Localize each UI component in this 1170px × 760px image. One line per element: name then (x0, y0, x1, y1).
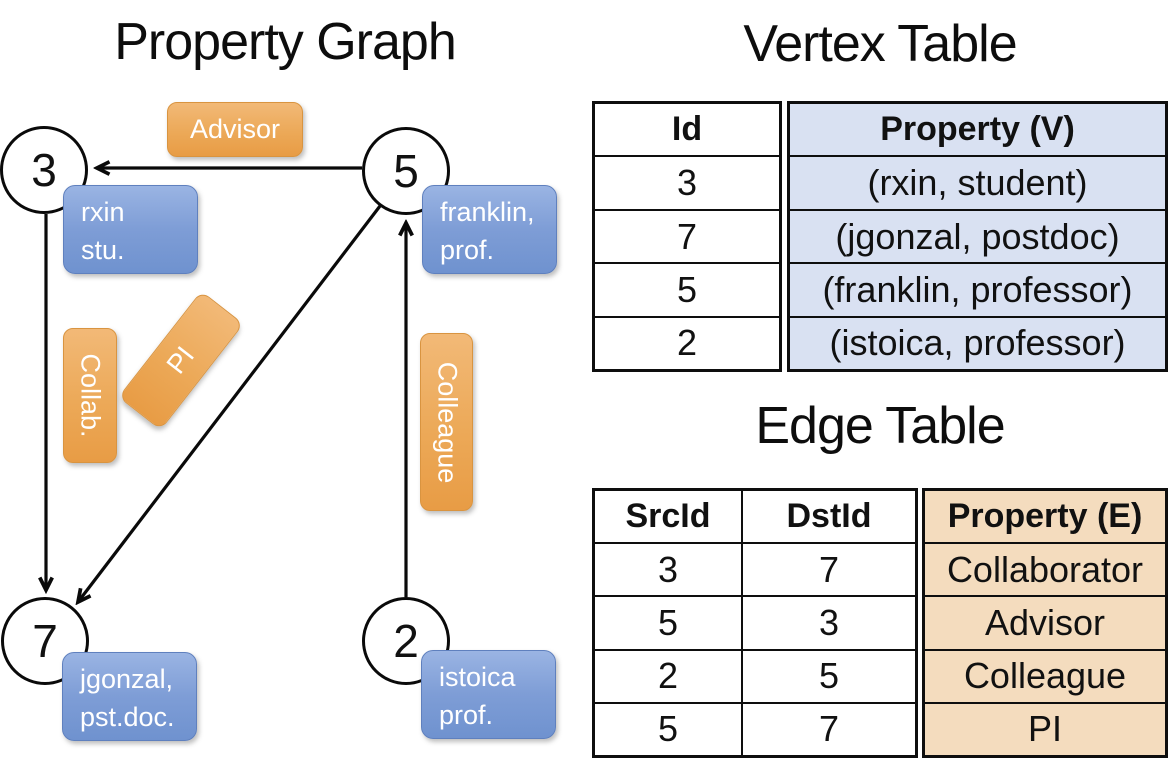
edge-dstid-cell: 7 (818, 708, 840, 750)
edge-property-cell: Colleague (925, 651, 1165, 704)
edge-table-id-columns: SrcId DstId 3 7 5 3 2 5 5 7 (592, 488, 918, 758)
vertex-table-property-cell: (franklin, professor) (790, 264, 1165, 318)
edge-label-pi-text: PI (160, 340, 201, 380)
edge-table-row: 5 7 (595, 703, 915, 756)
edge-table-property-column: Property (E) Collaborator Advisor Collea… (922, 488, 1168, 758)
vertex-table-id-cell: 7 (595, 211, 779, 265)
node-3-id: 3 (31, 144, 57, 196)
vertex-table-property-cell: (istoica, professor) (829, 322, 1126, 364)
node-5-id: 5 (393, 145, 419, 197)
edge-label-advisor-text: Advisor (189, 114, 281, 144)
vertex-3-prop-line1: rxin (81, 197, 125, 227)
vertex-table-id-cell: 3 (595, 157, 779, 211)
edge-label-advisor: Advisor (167, 102, 303, 157)
vertex-table-id-column: Id 3 7 5 2 (592, 101, 782, 372)
edge-dstid-cell: 5 (818, 655, 840, 697)
edge-table-title: Edge Table (755, 397, 1005, 455)
edge-label-colleague: Colleague (420, 333, 473, 511)
vertex-table-header-id: Id (595, 104, 779, 158)
edge-table-header-row: SrcId DstId (595, 491, 915, 545)
edge-label-collab-text: Collab. (75, 353, 106, 438)
vertex-table-title: Vertex Table (743, 15, 1017, 73)
graph-node-5: 5 (362, 127, 450, 215)
vertex-table-id-cell: 5 (595, 264, 779, 318)
node-2-id: 2 (393, 615, 419, 667)
edge-table-row: 3 7 (595, 544, 915, 598)
edge-label-collab: Collab. (63, 328, 117, 463)
edge-dstid-cell: 3 (818, 602, 840, 643)
edge-table-header-property: Property (E) (925, 491, 1165, 545)
edge-srcid-cell: 2 (595, 650, 743, 702)
edge-property-cell: PI (1027, 708, 1062, 750)
graph-edges-layer (0, 0, 585, 760)
node-7-id: 7 (32, 615, 58, 667)
vertex-7-prop-line1: jgonzal, (80, 664, 174, 694)
vertex-table-header-property: Property (V) (790, 104, 1165, 158)
vertex-table-property-cell: (rxin, student) (790, 157, 1165, 211)
edge-property-cell: Collaborator (925, 544, 1165, 598)
property-graph-title: Property Graph (114, 13, 457, 71)
edge-property-cell: Advisor (925, 597, 1165, 651)
vertex-property-box-3: rxin stu. (63, 185, 198, 274)
vertex-3-prop-line2: stu. (81, 235, 125, 265)
vertex-2-prop-line2: prof. (439, 700, 494, 730)
vertex-table-property-column: Property (V) (rxin, student) (jgonzal, p… (787, 101, 1168, 372)
vertex-5-prop-line1: franklin, (440, 197, 535, 227)
edge-srcid-cell: 5 (595, 703, 743, 756)
vertex-2-prop-line1: istoica (439, 662, 516, 692)
edge-table-header-srcid: SrcId (595, 491, 743, 543)
vertex-table-property-cell: (jgonzal, postdoc) (790, 211, 1165, 265)
graph-node-2: 2 (362, 597, 450, 685)
edge-label-colleague-text: Colleague (432, 361, 462, 483)
vertex-table: Id 3 7 5 2 Property (V) (rxin, student) … (592, 101, 1168, 372)
vertex-property-box-2: istoica prof. (421, 650, 556, 739)
vertex-7-prop-line2: pst.doc. (80, 702, 175, 732)
edge-table-header-dstid: DstId (786, 497, 872, 536)
vertex-5-prop-line2: prof. (440, 235, 495, 265)
vertex-property-box-7: jgonzal, pst.doc. (62, 652, 197, 741)
edge-srcid-cell: 5 (595, 597, 743, 649)
edge-srcid-cell: 3 (595, 544, 743, 596)
edge-dstid-cell: 7 (818, 548, 840, 590)
edge-table: SrcId DstId 3 7 5 3 2 5 5 7 Property (E)… (592, 488, 1168, 758)
vertex-table-id-cell: 2 (676, 322, 698, 364)
edge-table-row: 2 5 (595, 650, 915, 704)
edge-table-row: 5 3 (595, 597, 915, 651)
vertex-property-box-5: franklin, prof. (422, 185, 557, 274)
edge-arrow-5-to-7 (78, 205, 382, 602)
